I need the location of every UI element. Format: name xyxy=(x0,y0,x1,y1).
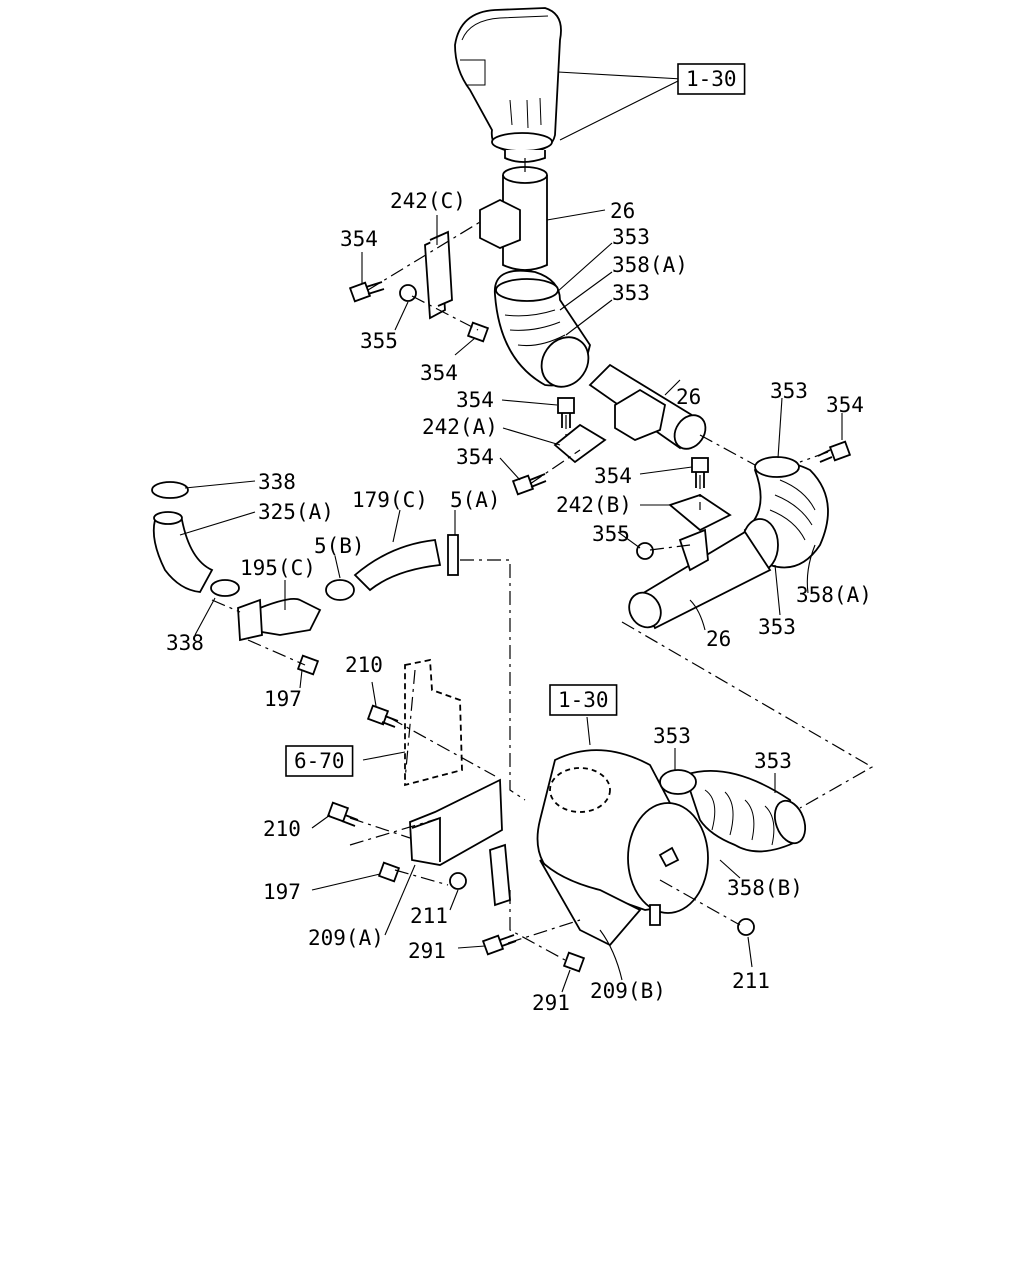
right-elbow-hose xyxy=(741,456,829,572)
callout-part-354-b: 354 xyxy=(420,361,458,385)
callout-part-26-a: 26 xyxy=(610,199,635,223)
callout-part-358a-b: 358(A) xyxy=(796,583,872,607)
fasteners xyxy=(296,281,852,973)
callout-ref-1-30-top: 1-30 xyxy=(686,67,737,91)
callout-part-291-a: 291 xyxy=(408,939,446,963)
callout-part-5b: 5(B) xyxy=(314,534,365,558)
air-cleaner-body xyxy=(489,749,709,947)
bracket-242a xyxy=(553,423,607,464)
callout-part-353-b: 353 xyxy=(612,281,650,305)
callout-part-354-a: 354 xyxy=(340,227,378,251)
left-hose-group xyxy=(151,481,459,642)
callout-part-179c: 179(C) xyxy=(352,488,428,512)
upper-pipe xyxy=(479,166,548,271)
bracket-209a xyxy=(409,778,503,866)
callout-part-209a: 209(A) xyxy=(308,926,384,950)
callout-part-354-d: 354 xyxy=(456,445,494,469)
bracket-242b xyxy=(668,494,732,572)
center-lines xyxy=(211,158,874,961)
callout-part-291-b: 291 xyxy=(532,991,570,1015)
callout-part-210-b: 210 xyxy=(263,817,301,841)
callout-box-ref-6-70 xyxy=(285,745,354,777)
callout-part-355-a: 355 xyxy=(360,329,398,353)
callout-ref-6-70: 6-70 xyxy=(294,749,345,773)
callout-part-197-b: 197 xyxy=(263,880,301,904)
callout-part-358a-a: 358(A) xyxy=(612,253,688,277)
leader-lines xyxy=(179,71,843,993)
middle-pipe xyxy=(588,363,707,450)
callout-part-353-a: 353 xyxy=(612,225,650,249)
callout-part-195c: 195(C) xyxy=(240,556,316,580)
callout-part-358b: 358(B) xyxy=(727,876,803,900)
callout-part-211-a: 211 xyxy=(410,904,448,928)
lower-right-pipe xyxy=(628,530,772,630)
callout-part-242a: 242(A) xyxy=(422,415,498,439)
bracket-242c xyxy=(424,230,453,320)
callout-part-197-a: 197 xyxy=(264,687,302,711)
callout-part-5a: 5(A) xyxy=(450,488,501,512)
callout-ref-1-30-bottom: 1-30 xyxy=(558,688,609,712)
callout-part-26-b: 26 xyxy=(676,385,701,409)
callout-part-242c: 242(C) xyxy=(390,189,466,213)
callout-box-ref-1-30-top xyxy=(677,63,746,95)
callout-part-354-e: 354 xyxy=(826,393,864,417)
callout-box-ref-1-30-bottom xyxy=(549,684,618,716)
callout-part-242b: 242(B) xyxy=(556,493,632,517)
outlet-hose-358b xyxy=(659,769,807,853)
callout-part-355-b: 355 xyxy=(592,522,630,546)
callout-part-338-b: 338 xyxy=(166,631,204,655)
callout-part-338-a: 338 xyxy=(258,470,296,494)
bracket-6-70 xyxy=(404,658,463,787)
callout-part-211-b: 211 xyxy=(732,969,770,993)
callout-part-353-f: 353 xyxy=(754,749,792,773)
callout-part-353-c: 353 xyxy=(770,379,808,403)
callout-part-209b: 209(B) xyxy=(590,979,666,1003)
upper-elbow-hose xyxy=(494,269,591,388)
intake-hood xyxy=(454,7,562,163)
callout-part-325a: 325(A) xyxy=(258,500,334,524)
callout-part-26-c: 26 xyxy=(706,627,731,651)
callout-part-353-d: 353 xyxy=(758,615,796,639)
callout-part-354-c: 354 xyxy=(456,388,494,412)
callout-part-354-f: 354 xyxy=(594,464,632,488)
callout-part-210-a: 210 xyxy=(345,653,383,677)
callout-part-353-e: 353 xyxy=(653,724,691,748)
